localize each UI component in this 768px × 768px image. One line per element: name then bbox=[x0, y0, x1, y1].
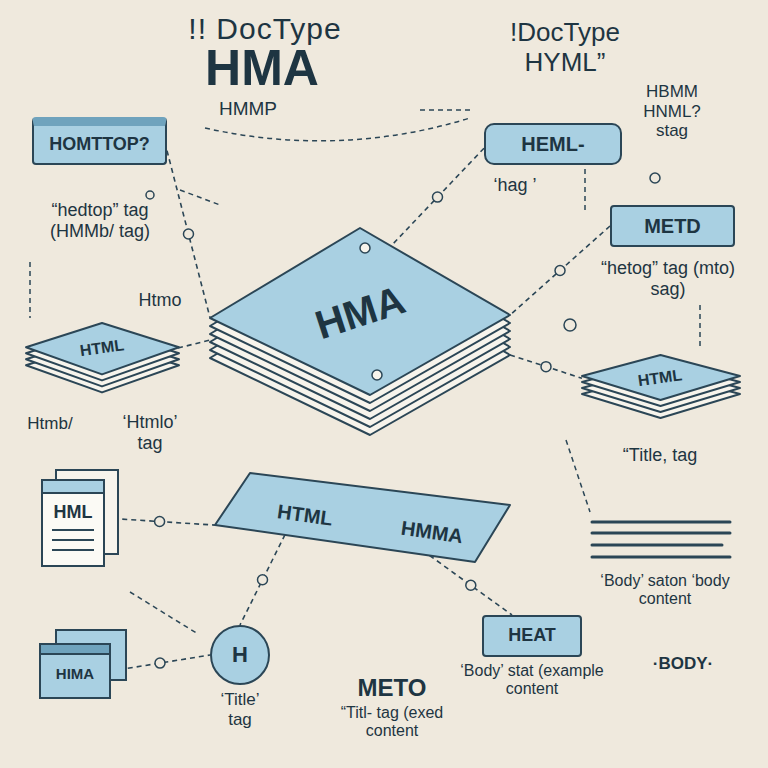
bolt bbox=[372, 370, 382, 380]
bolt bbox=[360, 243, 370, 253]
joint-dot bbox=[183, 229, 193, 239]
annotation-label: ‘Body’ stat (example content bbox=[457, 662, 607, 699]
node-outline bbox=[38, 628, 128, 700]
annotation-label: “hedtop” tag (HMMb/ tag) bbox=[30, 200, 170, 241]
annotation-label: HBMM HNML? stag bbox=[632, 82, 712, 141]
wins-node: HIMA bbox=[38, 628, 128, 700]
annotation-label: !DocType HYML” bbox=[495, 18, 635, 78]
dashed-connector bbox=[510, 226, 610, 315]
joint-dot bbox=[155, 517, 165, 527]
node-text: HEAT bbox=[508, 626, 556, 646]
content-bar bbox=[592, 521, 730, 524]
node-text: HIMA bbox=[56, 666, 94, 683]
dashed-connector bbox=[391, 148, 484, 246]
annotation-label: Htmo bbox=[138, 290, 181, 311]
annotation-label: ‘Body’ saton ‘body content bbox=[590, 572, 740, 609]
node-outline bbox=[22, 320, 182, 405]
annotation-label: “Titl- tag (exed content bbox=[322, 704, 462, 741]
joint-dot bbox=[433, 192, 443, 202]
node-text: HEML- bbox=[521, 133, 584, 155]
page-header bbox=[42, 480, 104, 493]
rect-node: METD bbox=[610, 205, 735, 247]
connector-group bbox=[240, 535, 285, 625]
connector-group bbox=[104, 517, 215, 527]
annotation-label: Htmb/ bbox=[27, 414, 72, 434]
annotation-label: ‘Htmlo’ tag bbox=[110, 412, 190, 453]
joint-dot bbox=[146, 191, 154, 199]
leader-line bbox=[699, 305, 701, 348]
node-outline bbox=[205, 220, 515, 470]
content-bar bbox=[592, 532, 730, 535]
stack-top bbox=[210, 228, 510, 395]
dashed-connector bbox=[178, 340, 210, 348]
dashed-connector bbox=[240, 535, 285, 625]
band-plane bbox=[215, 473, 510, 562]
node-text: HML bbox=[54, 503, 93, 523]
annotation-label: METO bbox=[358, 674, 427, 702]
annotation-label: ‘Title’ tag bbox=[210, 690, 270, 729]
leader-line bbox=[180, 190, 220, 205]
band-node: HTMLHMMA bbox=[210, 470, 515, 565]
connector-group bbox=[510, 226, 610, 315]
leader-line bbox=[566, 440, 590, 512]
text-line bbox=[52, 549, 94, 551]
annotation-label: “hetog” tag (mto) sag) bbox=[598, 258, 738, 299]
connector-group bbox=[391, 148, 484, 246]
doc-node: HML bbox=[38, 468, 123, 568]
joint-dot bbox=[650, 173, 660, 183]
text-line bbox=[52, 529, 94, 531]
connector-group bbox=[178, 340, 210, 348]
rect-node: HOMTTOP? bbox=[32, 117, 167, 165]
joint-dot bbox=[466, 580, 476, 590]
window-bar bbox=[40, 644, 110, 654]
joint-dot bbox=[258, 575, 268, 585]
slab-node: HTML bbox=[22, 320, 182, 405]
rect-node: HEAT bbox=[482, 615, 582, 657]
dashed-connector bbox=[430, 556, 512, 616]
slab-top bbox=[582, 355, 740, 400]
leader-line bbox=[29, 262, 31, 318]
connector-group bbox=[510, 355, 582, 378]
annotation-label: ·BODY· bbox=[653, 654, 713, 674]
leader-line bbox=[420, 109, 470, 111]
dashed-arc bbox=[205, 118, 470, 141]
joint-dot bbox=[155, 658, 165, 668]
slab-node: HTML bbox=[578, 352, 743, 427]
front-window bbox=[40, 644, 110, 698]
annotation-label: HMA bbox=[205, 40, 319, 98]
joint-dot bbox=[555, 266, 565, 276]
slab-top bbox=[26, 323, 179, 374]
content-bar bbox=[592, 544, 722, 547]
node-outline bbox=[210, 470, 515, 565]
node-text: METD bbox=[644, 215, 701, 237]
joint-dot bbox=[564, 319, 576, 331]
connector-group bbox=[430, 556, 512, 616]
text-line bbox=[52, 539, 94, 541]
leader-line bbox=[130, 592, 198, 634]
leader-line bbox=[584, 160, 586, 210]
node-text: HOMTTOP? bbox=[49, 135, 150, 155]
annotation-label: HMMP bbox=[219, 98, 277, 120]
annotation-label: ‘hag ’ bbox=[493, 175, 536, 196]
node-outline bbox=[578, 352, 743, 427]
joint-dot bbox=[541, 362, 551, 372]
node-text: H bbox=[232, 643, 248, 667]
circle-node: H bbox=[210, 625, 270, 685]
rect-node: HEML- bbox=[484, 123, 622, 165]
content-bar bbox=[592, 556, 730, 559]
front-page bbox=[42, 480, 104, 566]
annotation-label: “Title, tag bbox=[623, 445, 697, 466]
dashed-connector bbox=[510, 355, 582, 378]
stack-node: HMA bbox=[205, 220, 515, 470]
